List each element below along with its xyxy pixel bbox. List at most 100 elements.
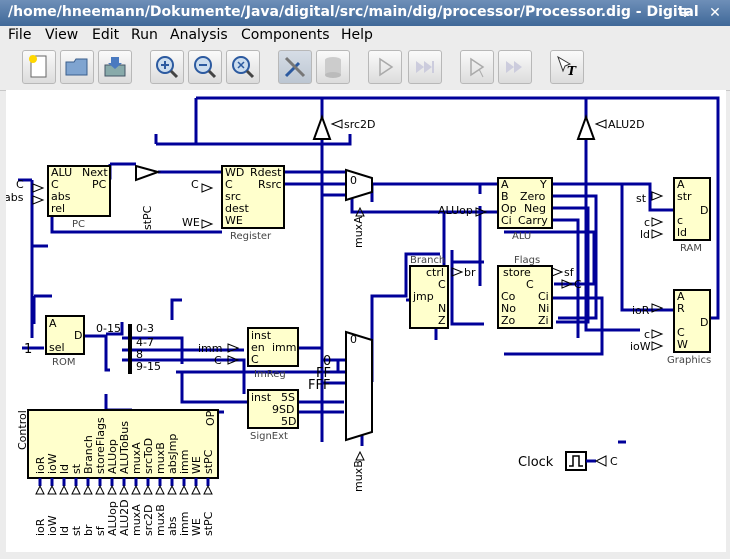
- register-block[interactable]: WD C src dest WE Rdest Rsrc Register: [221, 165, 285, 242]
- clock-label: Clock: [518, 455, 554, 470]
- tunnel-st: st: [636, 192, 647, 205]
- flags-pin-no: No: [501, 302, 516, 315]
- tunnel-br: br: [82, 524, 95, 536]
- register-label: Register: [230, 231, 272, 242]
- tunnel-br: br: [464, 266, 476, 279]
- rom-block[interactable]: A sel D ROM: [45, 315, 85, 368]
- control-pin-we: WE: [190, 456, 203, 474]
- flags-block[interactable]: store C Co No Zo Ci Ni Zi Flags: [497, 255, 553, 329]
- clock-component[interactable]: Clock C: [518, 451, 618, 471]
- stpc-driver[interactable]: [135, 164, 162, 182]
- database-button[interactable]: [316, 50, 350, 84]
- control-output-arrow-muxb: [155, 484, 165, 495]
- tunnel-alu2d: ALU2D: [118, 499, 131, 536]
- tunnel-c-flags: C: [574, 278, 582, 291]
- tools-icon: [284, 56, 306, 78]
- signext-label: SignExt: [250, 431, 288, 442]
- control-pin-aluop: ALUop: [106, 439, 119, 474]
- graphics-pin-a: A: [677, 290, 685, 303]
- pc-pin-next: Next: [82, 166, 108, 179]
- splitter-label-8: 8: [136, 348, 143, 361]
- control-pin-ld: ld: [58, 464, 71, 474]
- tunnel-c-graphics: c: [644, 328, 650, 341]
- tunnel-muxa: muxA: [130, 504, 143, 536]
- register-pin-we: WE: [225, 214, 243, 227]
- branch-block[interactable]: ctrl C jmp N Z Branch: [409, 255, 449, 329]
- tunnel-c-clock: C: [610, 455, 618, 468]
- open-button[interactable]: [60, 50, 94, 84]
- menu-run[interactable]: Run: [131, 27, 158, 43]
- new-button[interactable]: [22, 50, 56, 84]
- graphics-pin-d: D: [700, 316, 708, 329]
- control-block[interactable]: Control OP: [16, 409, 219, 479]
- step-button[interactable]: [460, 50, 494, 84]
- circuit-diagram[interactable]: ALU C abs rel Next PC PC C abs stPC WD C…: [6, 90, 726, 552]
- register-pin-rsrc: Rsrc: [258, 178, 282, 191]
- pc-block[interactable]: ALU C abs rel Next PC PC: [47, 165, 111, 230]
- imreg-pin-c: C: [251, 353, 259, 366]
- tunnel-aluop: ALUop: [438, 204, 473, 217]
- zoom-fit-button[interactable]: [226, 50, 260, 84]
- splitter[interactable]: 0-15 0-3 4-7 8 9-15: [96, 322, 161, 374]
- menu-view[interactable]: View: [45, 27, 79, 43]
- tree-tools-button[interactable]: [278, 50, 312, 84]
- tunnel-imm: imm: [198, 342, 223, 355]
- alu-block[interactable]: A B Op Ci Y Zero Neg Carry ALU: [497, 177, 553, 242]
- control-output-arrow-iow: [47, 484, 57, 495]
- control-output-arrow-aluop: [107, 484, 117, 495]
- step-icon: [470, 57, 485, 78]
- tunnel-src2d: src2D: [142, 504, 155, 536]
- minimize-icon[interactable]: +: [679, 5, 691, 21]
- control-pin-stpc: stPC: [202, 449, 215, 474]
- fast-step-button[interactable]: [408, 50, 442, 84]
- tunnel-abs: abs: [166, 516, 179, 536]
- imreg-pin-imm: imm: [272, 341, 297, 354]
- alu-pin-neg: Neg: [524, 202, 546, 215]
- alu-pin-carry: Carry: [518, 214, 548, 227]
- src2d-driver[interactable]: [312, 114, 332, 140]
- zoom-in-button[interactable]: [150, 50, 184, 84]
- control-pin-st: st: [70, 463, 83, 474]
- register-pin-dest: dest: [225, 202, 249, 215]
- imreg-block[interactable]: inst en C imm ImReg: [247, 327, 299, 380]
- constant-ff: FF: [316, 366, 331, 381]
- menu-components[interactable]: Components: [241, 27, 330, 43]
- alu2d-driver[interactable]: [576, 114, 596, 140]
- save-button[interactable]: [98, 50, 132, 84]
- text-button[interactable]: T: [550, 50, 584, 84]
- control-output-arrow-st: [71, 484, 81, 495]
- menu-edit[interactable]: Edit: [92, 27, 120, 43]
- tunnel-arrows-register: [201, 183, 214, 229]
- skip-button[interactable]: [498, 50, 532, 84]
- graphics-block[interactable]: A R C W D Graphics: [667, 289, 711, 366]
- menu-help[interactable]: Help: [341, 27, 373, 43]
- pc-pin-rel: rel: [51, 202, 65, 215]
- new-file-icon: [29, 55, 47, 78]
- menu-analysis[interactable]: Analysis: [170, 27, 228, 43]
- tunnel-alu2d: ALU2D: [608, 118, 645, 131]
- ram-block[interactable]: A str c ld D RAM: [673, 177, 711, 254]
- circuit-canvas[interactable]: ALU C abs rel Next PC PC C abs stPC WD C…: [6, 90, 726, 552]
- muxb-multiplexer[interactable]: [345, 330, 373, 442]
- menu-file[interactable]: File: [8, 27, 32, 43]
- tunnel-src2d: src2D: [344, 118, 376, 131]
- control-output-arrow-stpc: [203, 484, 213, 495]
- control-pin-muxa: muxA: [130, 442, 143, 474]
- signext-pin-5s: 5S: [281, 391, 295, 404]
- control-output-arrow-muxa: [131, 484, 141, 495]
- branch-pin-ctrl: ctrl: [426, 266, 444, 279]
- muxa-multiplexer[interactable]: [345, 168, 373, 202]
- menu-bar: File View Edit Run Analysis Components H…: [0, 26, 730, 46]
- run-button[interactable]: [368, 50, 402, 84]
- branch-pin-c: C: [438, 278, 446, 291]
- tunnel-ld: ld: [58, 526, 71, 536]
- signext-block[interactable]: inst 5S 9SD 5D SignExt: [247, 389, 299, 442]
- signext-pin-inst: inst: [251, 391, 272, 404]
- constant-fff: FFF: [308, 378, 330, 393]
- tunnel-st: st: [70, 525, 83, 536]
- tunnel-arrows-pc: [32, 183, 45, 205]
- close-icon[interactable]: ✕: [709, 5, 721, 21]
- flags-pin-store: store: [503, 266, 531, 279]
- pc-pin-abs: abs: [51, 190, 71, 203]
- zoom-out-button[interactable]: [188, 50, 222, 84]
